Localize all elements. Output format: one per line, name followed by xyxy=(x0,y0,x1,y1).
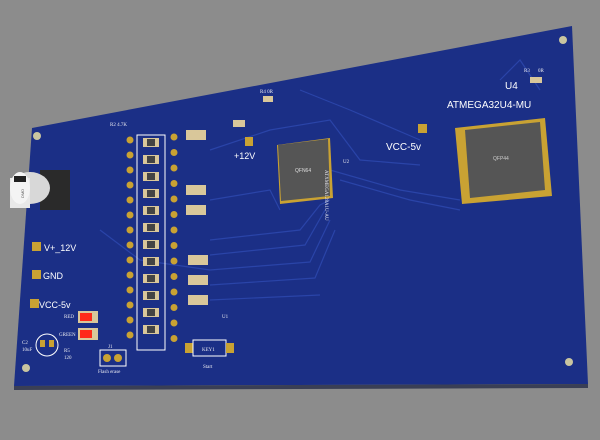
led-red xyxy=(78,311,98,323)
r3-label: R3 xyxy=(524,69,530,74)
plus12-label: +12V xyxy=(234,151,255,161)
smd-resistor xyxy=(188,275,208,285)
header-pin xyxy=(170,335,178,342)
header-pin xyxy=(170,288,178,296)
jumper-label: J1 xyxy=(108,345,113,350)
svg-text:QFN64: QFN64 xyxy=(295,168,311,174)
header-pin xyxy=(170,257,178,265)
r2-label: R2 4.7K xyxy=(110,123,127,128)
smd-body xyxy=(147,275,155,282)
vcc-pad xyxy=(418,124,427,133)
electrolytic-capacitor: DMD xyxy=(10,170,70,210)
header-pin xyxy=(126,196,134,204)
c2-capacitor xyxy=(35,333,59,357)
header-pin xyxy=(126,286,134,294)
qfp44-chip: QFP44 xyxy=(455,118,552,204)
header-pin xyxy=(126,136,134,144)
header-pin xyxy=(170,242,178,249)
smd-body xyxy=(147,190,155,197)
key1-button[interactable] xyxy=(185,339,234,357)
smd-body xyxy=(147,207,155,214)
header-pin xyxy=(126,301,134,309)
u4-part-label: ATMEGA32U4-MU xyxy=(447,100,531,111)
r5-label: R5 xyxy=(64,349,70,354)
header-pin xyxy=(126,331,134,339)
header-pin xyxy=(126,256,134,264)
r3-value: 0R xyxy=(538,69,545,74)
red-label: RED xyxy=(64,315,74,320)
qfn64-chip: QFN64 xyxy=(277,138,333,204)
header-pin xyxy=(126,271,134,279)
led-green xyxy=(78,328,98,340)
left-power-pads xyxy=(30,242,41,308)
start-label: Start xyxy=(203,365,213,370)
smd-body xyxy=(147,224,155,231)
u2-ref-label: U2 xyxy=(343,160,350,165)
c2-label: C2 xyxy=(22,341,28,346)
traces xyxy=(99,59,541,301)
smd-body xyxy=(147,156,155,163)
header-pin xyxy=(126,166,134,174)
vcc-mid-label: VCC-5v xyxy=(386,142,421,153)
r3-resistor xyxy=(530,77,542,83)
header-pin xyxy=(126,316,134,324)
header-pin xyxy=(126,151,134,159)
r4-resistor xyxy=(263,96,273,102)
header-pin xyxy=(170,211,178,218)
r4-label: R4 0R xyxy=(260,90,274,95)
r5-resistor xyxy=(233,120,245,127)
header-pin xyxy=(170,226,178,234)
header-pin xyxy=(126,241,134,249)
c2-value: 10uF xyxy=(22,348,33,353)
smd-resistor xyxy=(188,255,208,265)
gnd-label: GND xyxy=(43,271,64,281)
header-pin xyxy=(170,133,178,141)
u4-ref-label: U4 xyxy=(505,81,518,92)
header-pin xyxy=(170,149,178,156)
smd-body xyxy=(147,139,155,146)
dip-socket-u1 xyxy=(126,130,208,351)
smd-body xyxy=(147,309,155,316)
header-pin xyxy=(170,273,178,280)
r5-value: 120 xyxy=(64,356,72,361)
smd-resistor xyxy=(186,205,206,215)
flash-erase-label: Flash erase xyxy=(98,370,121,375)
header-pin xyxy=(170,195,178,203)
svg-text:DMD: DMD xyxy=(20,189,25,198)
header-pin xyxy=(126,181,134,189)
u1-label: U1 xyxy=(222,315,229,320)
mounting-holes xyxy=(22,36,573,372)
header-pin xyxy=(126,211,134,219)
vcc-left-label: VCC-5v xyxy=(39,300,71,310)
flash-erase-jumper[interactable] xyxy=(99,349,127,367)
smd-resistor xyxy=(186,185,206,195)
smd-body xyxy=(147,292,155,299)
plus12-pad xyxy=(245,137,253,146)
v12-label: V+_12V xyxy=(44,243,76,253)
green-label: GREEN xyxy=(59,333,76,338)
header-pin xyxy=(170,319,178,327)
pcb-board xyxy=(14,26,588,390)
header-pin xyxy=(170,304,178,311)
key1-label: KEY1 xyxy=(202,348,215,353)
smd-resistor xyxy=(186,130,206,140)
smd-body xyxy=(147,241,155,248)
svg-text:QFP44: QFP44 xyxy=(493,156,509,162)
smd-body xyxy=(147,173,155,180)
u2-part-label: ATXMEGA128A1U-AU xyxy=(323,170,328,221)
smd-body xyxy=(147,258,155,265)
smd-resistor xyxy=(188,295,208,305)
header-pin xyxy=(170,180,178,187)
header-pin xyxy=(170,164,178,172)
smd-body xyxy=(147,326,155,333)
header-pin xyxy=(126,226,134,234)
